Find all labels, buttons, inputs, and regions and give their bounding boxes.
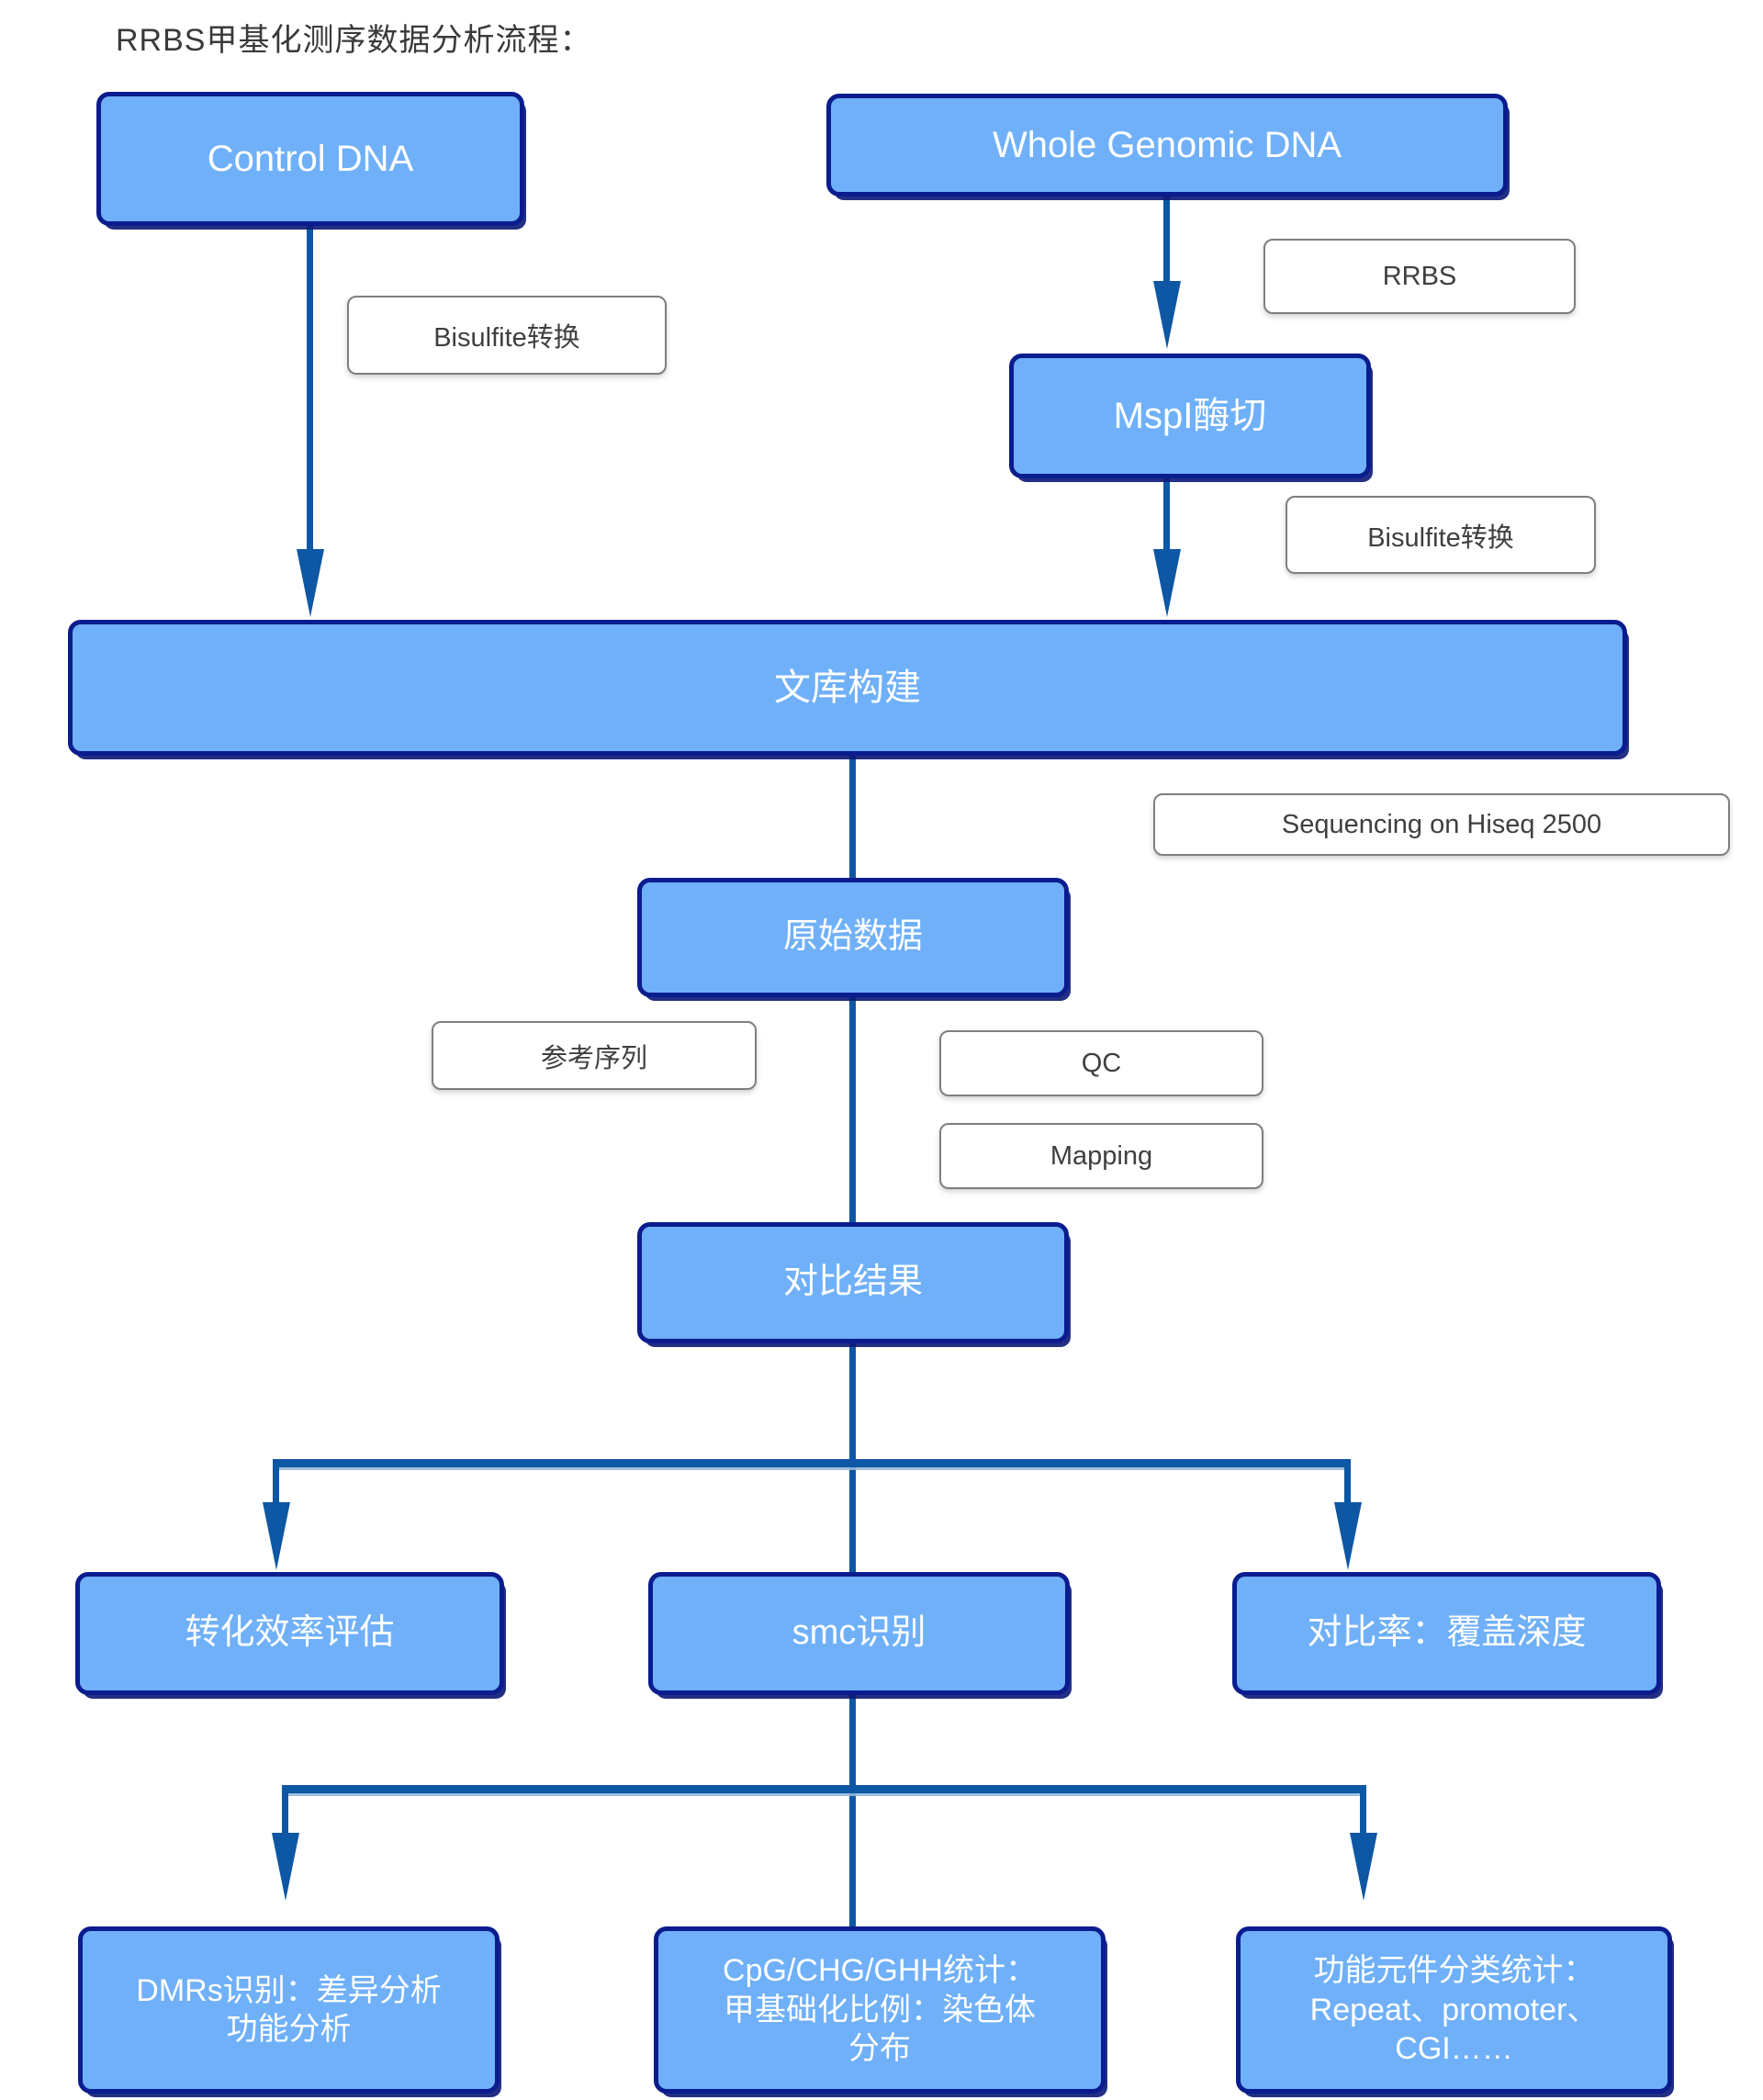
- connector-library-to-rawdata: [849, 756, 856, 878]
- step-label-mapping: Mapping: [939, 1123, 1263, 1189]
- arrowhead-control-to-library: [297, 549, 324, 617]
- step-label-qc: QC: [939, 1030, 1263, 1096]
- branch-line-level2: [282, 1785, 1364, 1793]
- arrowhead-genomic-to-mspi: [1153, 281, 1181, 349]
- arrowhead-branch1-left: [263, 1502, 290, 1570]
- connector-branch2-left: [282, 1785, 288, 1836]
- flow-node-dmrs-identification: DMRs识别：差异分析 功能分析: [78, 1926, 500, 2094]
- step-label-sequencing-hiseq2500: Sequencing on Hiseq 2500: [1153, 793, 1730, 856]
- flow-node-whole-genomic-dna: Whole Genomic DNA: [826, 94, 1508, 197]
- flow-node-mspi-digestion: MspI酶切: [1009, 354, 1371, 478]
- connector-rawdata-to-alignresult: [849, 997, 856, 1222]
- connector-alignresult-to-smc: [849, 1343, 856, 1572]
- flow-node-library-construction: 文库构建: [68, 620, 1627, 756]
- page-title: RRBS甲基化测序数据分析流程：: [116, 23, 592, 58]
- step-label-bisulfite-conversion-left: Bisulfite转换: [347, 296, 667, 375]
- flow-node-alignment-result: 对比结果: [637, 1222, 1069, 1343]
- flow-node-raw-data: 原始数据: [637, 878, 1069, 997]
- connector-mspi-to-library: [1163, 478, 1170, 551]
- step-label-rrbs: RRBS: [1263, 239, 1576, 314]
- step-label-bisulfite-conversion-right: Bisulfite转换: [1286, 496, 1596, 574]
- flow-node-control-dna: Control DNA: [96, 92, 524, 226]
- flow-node-functional-elements: 功能元件分类统计： Repeat、promoter、 CGI……: [1236, 1926, 1672, 2094]
- connector-branch2-right: [1360, 1785, 1366, 1836]
- connector-branch1-right: [1344, 1459, 1351, 1508]
- arrowhead-branch2-right: [1350, 1833, 1377, 1901]
- connector-control-to-library: [307, 226, 313, 553]
- connector-genomic-to-mspi: [1163, 197, 1170, 283]
- step-label-reference-sequence: 参考序列: [432, 1021, 757, 1090]
- flow-node-smc-identification: smc识别: [648, 1572, 1070, 1695]
- arrowhead-branch2-left: [272, 1833, 299, 1901]
- flow-node-conversion-efficiency: 转化效率评估: [75, 1572, 504, 1695]
- flow-node-mapping-rate-coverage: 对比率：覆盖深度: [1232, 1572, 1661, 1695]
- arrowhead-branch1-right: [1334, 1502, 1362, 1570]
- branch-line-level1: [273, 1459, 1348, 1467]
- connector-smc-to-cpg: [849, 1695, 856, 1926]
- flow-node-cpg-chg-ghh-stats: CpG/CHG/GHH统计： 甲基础化比例：染色体 分布: [654, 1926, 1106, 2094]
- connector-branch1-left: [273, 1459, 279, 1508]
- arrowhead-mspi-to-library: [1153, 549, 1181, 617]
